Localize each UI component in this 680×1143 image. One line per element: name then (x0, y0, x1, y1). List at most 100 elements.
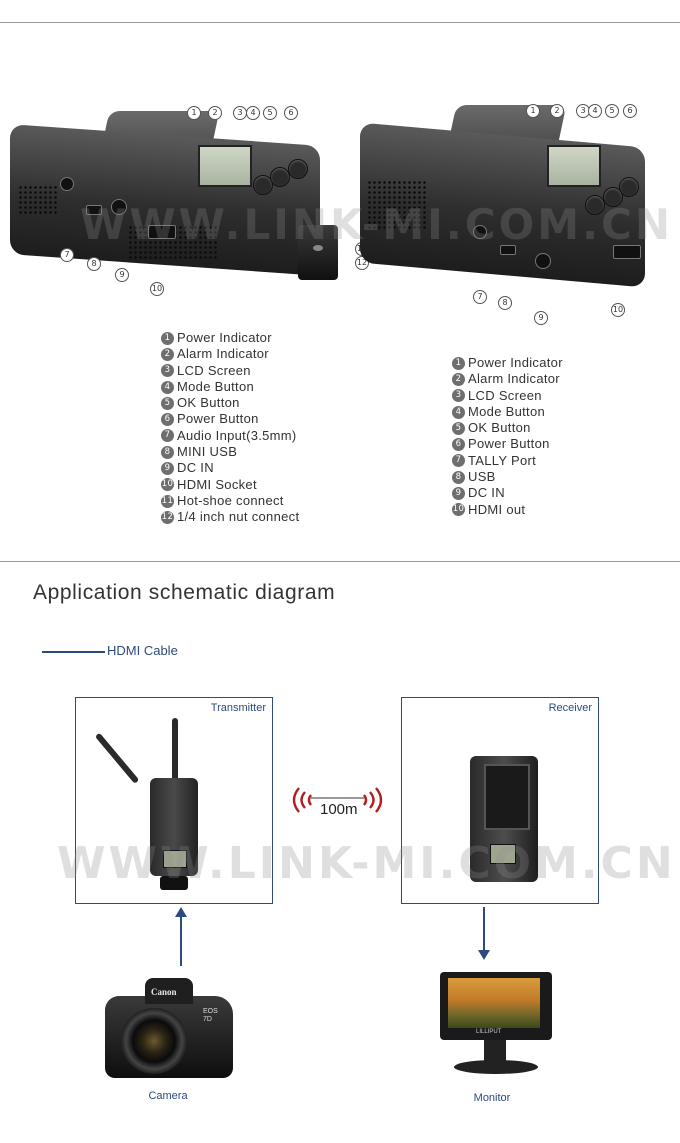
monitor-foot (454, 1060, 538, 1074)
power-button (619, 177, 639, 197)
number-badge: 10 (452, 503, 465, 517)
lcd-screen (198, 145, 252, 187)
camera-image: Canon EOS 7D (105, 978, 233, 1086)
parts-list-label: Hot-shoe connect (177, 492, 284, 508)
arrow-shaft (483, 907, 485, 952)
quarter-inch-nut (313, 245, 323, 251)
callout-1: 1 (187, 106, 201, 120)
usb-port (500, 245, 516, 255)
parts-list-label: Power Button (468, 436, 550, 452)
hot-shoe (160, 876, 188, 890)
mode-button (585, 195, 605, 215)
monitor-stand (484, 1040, 506, 1062)
parts-list-label: 1/4 inch nut connect (177, 509, 300, 525)
number-badge: 5 (161, 396, 174, 410)
parts-list-label: DC IN (468, 485, 505, 501)
number-badge: 4 (161, 380, 174, 394)
parts-list-label: Alarm Indicator (468, 371, 560, 387)
number-badge: 6 (161, 413, 174, 427)
callout-6: 6 (284, 106, 298, 120)
parts-list-label: DC IN (177, 460, 214, 476)
number-badge: 1 (161, 331, 174, 345)
receiver-plate (484, 764, 530, 830)
hdmi-cable-legend-label: HDMI Cable (107, 643, 178, 658)
transmitter-label: Transmitter (210, 702, 266, 714)
mini-usb-port (86, 205, 102, 215)
arrow-down-icon (478, 950, 490, 960)
callout-5: 5 (605, 104, 619, 118)
monitor-caption: Monitor (473, 1092, 511, 1104)
parts-list-label: HDMI Socket (177, 476, 257, 492)
number-badge: 12 (161, 510, 174, 524)
number-badge: 1 (452, 356, 465, 370)
callout-6: 6 (623, 104, 637, 118)
number-badge: 9 (452, 487, 465, 501)
callout-8: 8 (87, 257, 101, 271)
parts-list-label: OK Button (468, 420, 531, 436)
arrow-shaft (180, 916, 182, 966)
callout-2: 2 (208, 106, 222, 120)
number-badge: 5 (452, 421, 465, 435)
receiver-label: Receiver (548, 702, 592, 714)
receiver-lcd (490, 844, 516, 864)
number-badge: 4 (452, 405, 465, 419)
watermark: WWW.LINK-MI.COM.CN (57, 838, 676, 889)
callout-1: 1 (526, 104, 540, 118)
parts-list-label: HDMI out (468, 501, 526, 517)
top-divider (0, 22, 680, 23)
camera-model-label: EOS 7D (203, 1008, 218, 1023)
receiver-box: Receiver (401, 697, 599, 904)
transmitter-device-photo (8, 95, 338, 295)
arrow-up-icon (175, 907, 187, 917)
parts-list-label: Power Indicator (177, 330, 272, 345)
monitor-brand-label: LILLIPUT (476, 1029, 502, 1035)
camera-brand-label: Canon (151, 987, 177, 997)
parts-list-label: MINI USB (177, 444, 238, 460)
hdmi-out-port (613, 245, 641, 259)
parts-list-label: Audio Input(3.5mm) (177, 427, 297, 443)
callout-9: 9 (534, 311, 548, 325)
mode-button (253, 175, 273, 195)
number-badge: 7 (452, 454, 465, 468)
section-divider (0, 561, 680, 562)
hdmi-port (148, 225, 176, 239)
parts-list-label: Power Indicator (468, 355, 563, 370)
hdmi-cable-legend-line (42, 651, 105, 653)
monitor-screen (448, 978, 540, 1028)
parts-list-label: LCD Screen (468, 387, 542, 403)
dc-in-port (535, 253, 551, 269)
number-badge: 2 (452, 372, 465, 386)
callout-4: 4 (588, 104, 602, 118)
transmitter-lcd (163, 850, 187, 868)
parts-list-label: Mode Button (177, 378, 255, 394)
number-badge: 3 (161, 364, 174, 378)
dc-in-port (111, 199, 127, 215)
callout-10: 10 (150, 282, 164, 296)
ok-button (270, 167, 290, 187)
camera-lens (121, 1008, 187, 1074)
callout-7: 7 (473, 290, 487, 304)
watermark: WWW.LINK-MI.COM.CN (80, 200, 674, 249)
callout-7: 7 (60, 248, 74, 262)
callout-10: 10 (611, 303, 625, 317)
callout-3: 3 (233, 106, 247, 120)
hot-shoe (298, 225, 338, 280)
